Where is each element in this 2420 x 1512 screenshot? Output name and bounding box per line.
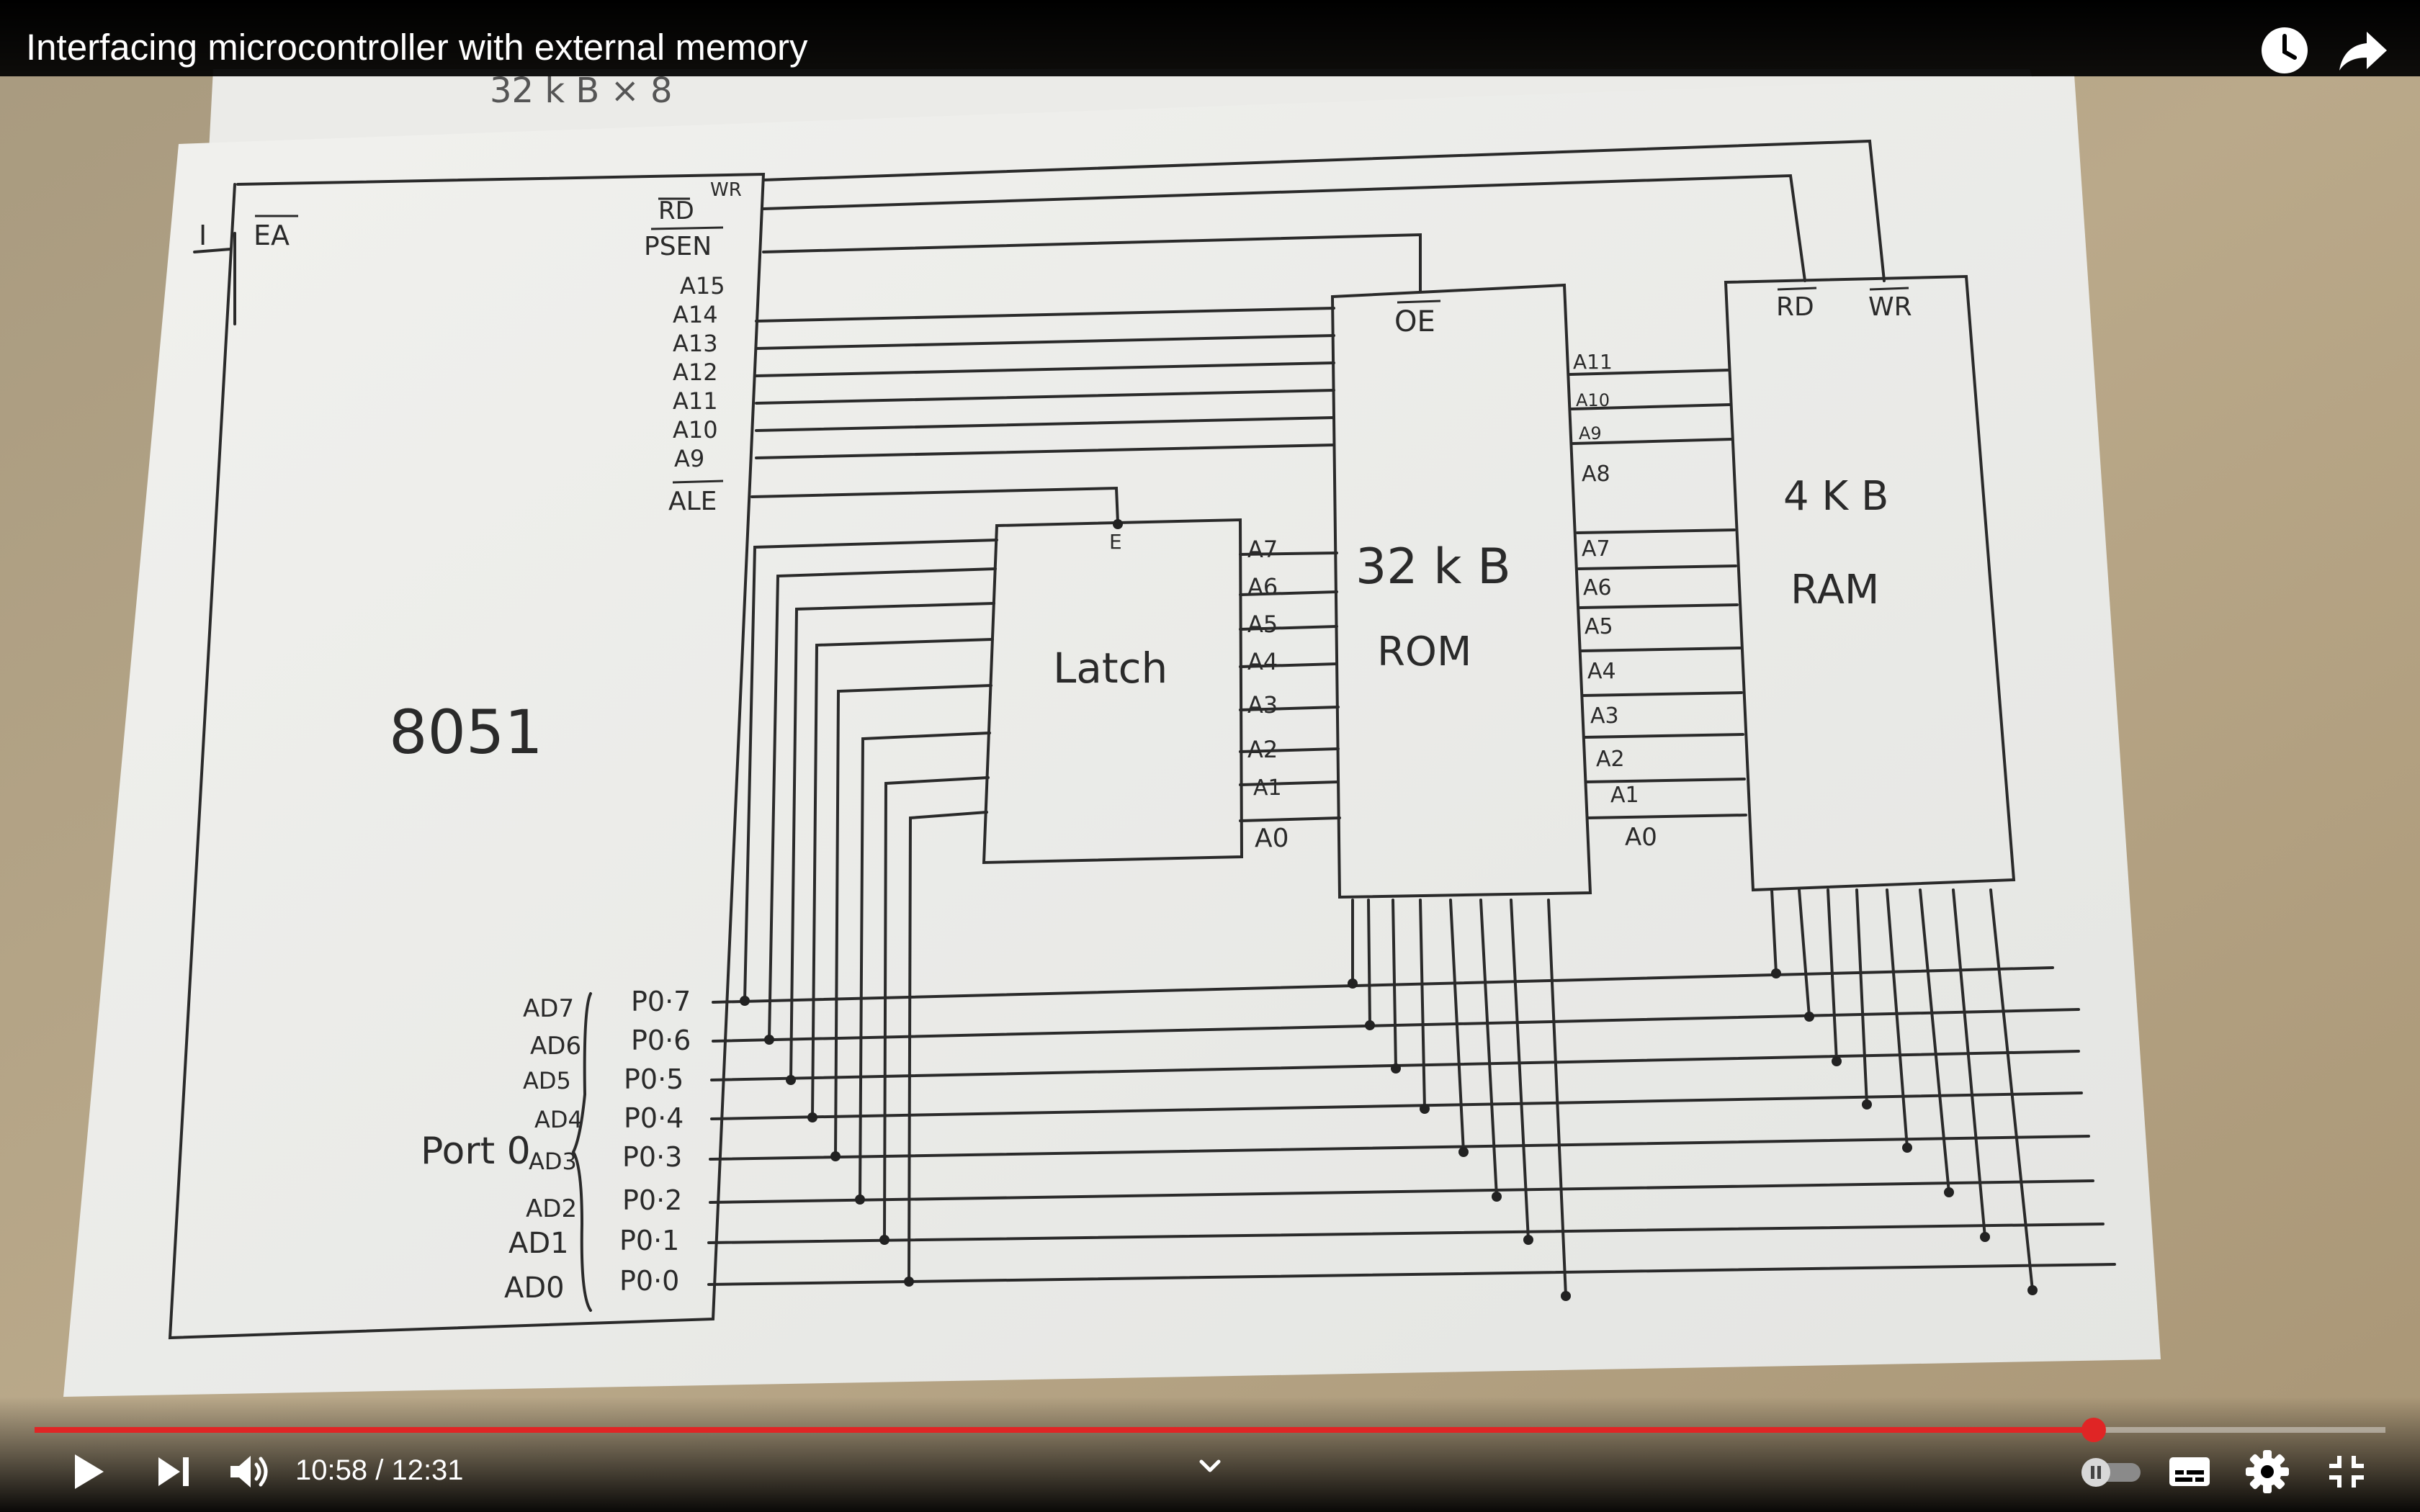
ram-in-a6: A6 [1583,575,1612,600]
mcu-label: 8051 [389,697,543,768]
video-top-bar [0,0,2420,76]
watch-later-icon[interactable] [2259,24,2311,76]
pin-a10: A10 [673,416,718,444]
ad5-label: AD5 [523,1067,571,1094]
ram-size-label: 4 K B [1783,473,1888,520]
wire-rd [762,174,1806,282]
pin-a13: A13 [673,330,718,357]
ad7-label: AD7 [523,994,574,1023]
latch-label: Latch [1053,644,1168,693]
wire-wr [762,139,1886,282]
ram-in-a7: A7 [1582,536,1610,562]
progress-bar[interactable] [35,1418,2385,1442]
p03-label: P0·3 [622,1141,682,1173]
ram-in-a1: A1 [1610,783,1639,808]
rom-size-label: 32 k B [1355,539,1511,595]
play-icon[interactable] [60,1446,112,1498]
p02-label: P0·2 [622,1184,682,1216]
volume-icon[interactable] [223,1446,275,1498]
p05-label: P0·5 [624,1063,684,1095]
latch-out-a6: A6 [1247,573,1278,600]
pin-a12: A12 [673,359,718,386]
ram-label: RAM [1791,567,1879,613]
latch-out-a5: A5 [1247,611,1278,638]
next-icon[interactable] [147,1446,199,1498]
ad1-label: AD1 [508,1227,569,1260]
ram-in-a10: A10 [1576,390,1610,410]
p01-label: P0·1 [619,1225,679,1256]
latch-out-a1: A1 [1253,775,1282,801]
ad4-label: AD4 [534,1106,583,1133]
ram-rd-label: RD [1776,292,1814,322]
ram-in-a2: A2 [1596,747,1625,772]
port0-label: Port 0 [421,1130,531,1173]
latch-out-a3: A3 [1247,691,1278,719]
pin-psen: PSEN [644,232,712,261]
paper-sheet [63,75,2161,1397]
controls-gradient [0,1397,2420,1512]
share-icon[interactable] [2336,24,2390,78]
ram-in-a5: A5 [1585,614,1613,639]
latch-enable-label: E [1109,530,1122,554]
p04-label: P0·4 [624,1102,684,1134]
progress-played [35,1427,2094,1433]
ad2-label: AD2 [526,1194,577,1223]
autoplay-toggle-icon[interactable] [2077,1446,2145,1498]
current-time: 10:58 [295,1454,368,1486]
latch-out-a4: A4 [1247,648,1278,675]
pin-rd: RD [658,197,694,225]
pin-wr: WR [710,179,742,201]
mcu-box-outline [168,172,766,1340]
rom-box-outline [1330,283,1592,899]
latch-out-a0: A0 [1255,824,1289,853]
ram-in-a0: A0 [1625,823,1657,852]
subtitles-icon[interactable] [2164,1446,2215,1498]
ad0-label: AD0 [504,1272,565,1305]
ram-in-a11: A11 [1573,350,1613,374]
latch-out-a7: A7 [1247,536,1278,563]
p06-label: P0·6 [631,1025,691,1056]
progress-scrubber[interactable] [2081,1418,2107,1442]
p00-label: P0·0 [619,1265,679,1297]
top-note: 32 k B × 8 [490,71,673,111]
ram-in-a4: A4 [1587,659,1616,684]
ad3-label: AD3 [529,1148,577,1175]
pin-a14: A14 [673,301,718,328]
ram-box-outline [1724,274,2016,892]
pin-a9: A9 [674,445,704,472]
chevron-down-icon[interactable] [1193,1449,1227,1483]
ram-in-a9: A9 [1579,423,1602,444]
ram-in-a3: A3 [1590,703,1619,729]
settings-icon[interactable] [2241,1446,2293,1498]
pin-ale: ALE [668,487,717,516]
ea-label: EA [254,220,290,251]
ram-in-a8: A8 [1582,462,1610,487]
p07-label: P0·7 [631,986,691,1017]
rom-oe-label: OE [1394,305,1435,338]
wire-ale [750,486,1119,524]
time-separator: / [367,1454,392,1486]
wire-psen [762,233,1422,292]
latch-box-outline [982,518,1244,865]
ea-tie-label: I [199,220,207,251]
time-display: 10:58 / 12:31 [295,1454,464,1487]
pin-a11: A11 [673,387,718,415]
pin-a15: A15 [680,272,725,300]
video-title: Interfacing microcontroller with externa… [26,27,808,68]
exit-fullscreen-icon[interactable] [2321,1446,2372,1498]
duration: 12:31 [391,1454,464,1486]
ram-wr-label: WR [1868,292,1912,322]
rom-label: ROM [1377,629,1471,675]
ad6-label: AD6 [530,1032,581,1061]
latch-out-a2: A2 [1247,736,1278,763]
